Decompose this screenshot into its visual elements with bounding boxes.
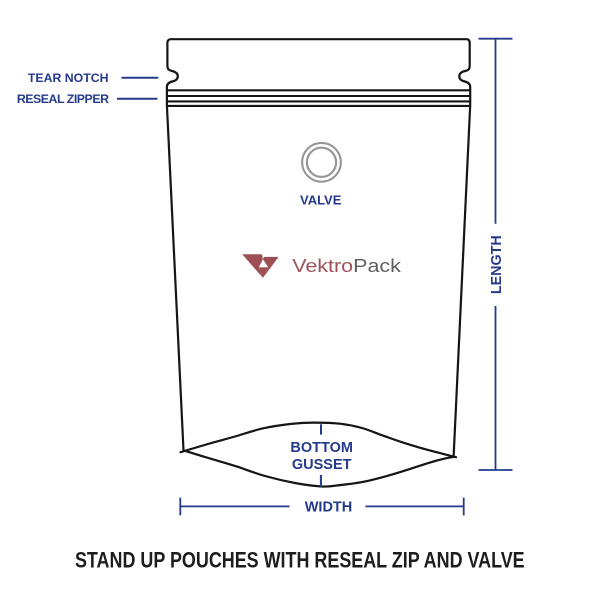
- svg-text:BOTTOM: BOTTOM: [290, 440, 353, 456]
- svg-text:WIDTH: WIDTH: [305, 499, 353, 515]
- svg-text:STAND UP POUCHES WITH RESEAL Z: STAND UP POUCHES WITH RESEAL ZIP AND VAL…: [75, 549, 525, 573]
- svg-text:RESEAL ZIPPER: RESEAL ZIPPER: [17, 92, 109, 106]
- svg-text:TEAR NOTCH: TEAR NOTCH: [28, 71, 109, 85]
- svg-text:GUSSET: GUSSET: [292, 457, 352, 473]
- svg-text:LENGTH: LENGTH: [489, 235, 505, 294]
- svg-text:VektroPack: VektroPack: [292, 256, 402, 276]
- svg-text:VALVE: VALVE: [300, 192, 342, 207]
